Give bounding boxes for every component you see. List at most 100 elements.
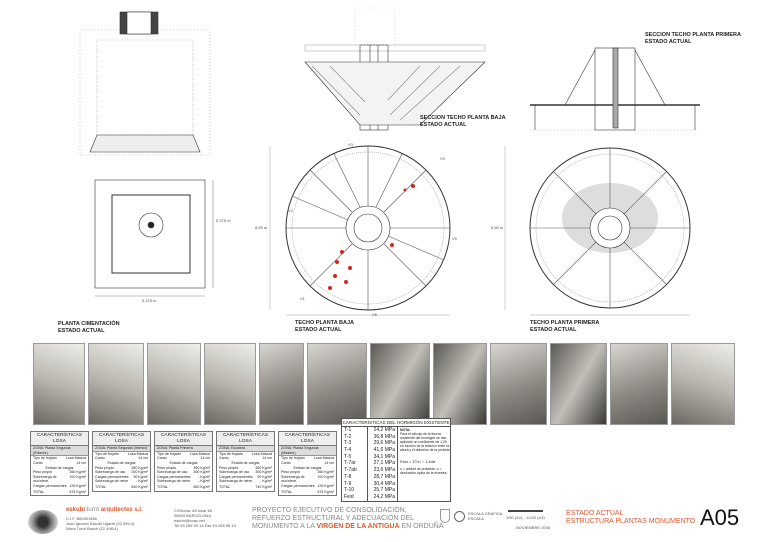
- label-line: ESTADO ACTUAL: [420, 122, 467, 128]
- load-value: 350 Kg/m²: [131, 465, 148, 470]
- photo: [204, 343, 256, 425]
- slab-row-value: 14 cm: [76, 460, 86, 465]
- label-line: PLANTA CIMENTACIÓN: [58, 321, 120, 327]
- slab-row-label: Canto: [281, 460, 291, 465]
- load-label: Sobrecarga de uso/nieve: [33, 474, 57, 484]
- sample-id: T-7ab: [342, 467, 368, 474]
- concrete-table: CARACTERÍSTICAS DEL HORMIGÓN EXISTENTE T…: [341, 418, 451, 502]
- damage-markers: [328, 184, 415, 290]
- scale-label: ESCALA GRÁFICA: [468, 511, 503, 516]
- note-title: NOTA:: [400, 428, 411, 432]
- firm-cif: C.I.F. B62001866: [66, 516, 97, 521]
- section-ground-label: SECCION TECHO PLANTA BAJA ESTADO ACTUAL: [420, 115, 506, 129]
- slab-table: CARACTERÍSTICAS LOSA ZONA: Planta Primer…: [154, 431, 213, 492]
- load-label: Sobrecarga de uso: [157, 470, 188, 475]
- dim-foundation-w: 5,375 m: [142, 298, 157, 303]
- slab-row-value: Losa Maciza: [127, 451, 148, 456]
- load-value: 350 Kg/m²: [317, 470, 334, 475]
- total-label: TOTAL: [157, 484, 169, 489]
- slab-table-zone: ZONA: Planta Segunda (Interior): [93, 446, 150, 452]
- foundation-label: PLANTA CIMENTACIÓN ESTADO ACTUAL: [58, 321, 120, 335]
- load-label: Sobrecarga de nieve: [219, 479, 253, 484]
- project-title: PROYECTO EJECUTIVO DE CONSOLIDACIÓN, REF…: [252, 507, 444, 531]
- load-value: 100 Kg/m²: [69, 474, 86, 479]
- slab-loads-title: Estado de cargas: [231, 460, 260, 465]
- total-value: 650 Kg/m²: [193, 484, 210, 489]
- plan-ground-label: TECHO PLANTA BAJA ESTADO ACTUAL: [295, 320, 354, 334]
- photo: [370, 343, 430, 425]
- firm-logo: [28, 510, 58, 534]
- load-label: Sobrecarga de nieve: [95, 479, 129, 484]
- architect-1: Joan Ignacio Eskubi Ugarte (20.399-4): [66, 521, 135, 526]
- load-value: 300 Kg/m²: [255, 470, 272, 475]
- load-label: Sobrecarga de uso: [219, 470, 250, 475]
- slab-row-value: 14 cm: [262, 456, 272, 461]
- slab-table-title: CARACTERÍSTICAS LOSA: [155, 432, 212, 447]
- total-value: 640 Kg/m²: [131, 484, 148, 489]
- sample-id: T-7ar: [342, 460, 368, 468]
- beam-label: V4: [440, 156, 445, 161]
- dim-foundation-h: 5,375 m: [216, 218, 231, 223]
- slab-load-row: Sobrecarga de uso 300 Kg/m²: [217, 470, 274, 475]
- total-value: 575 Kg/m²: [69, 489, 86, 494]
- slab-row-value: Losa Maciza: [189, 451, 210, 456]
- slab-load-row: Sobrecarga de nieve- Kg/m²: [217, 479, 274, 484]
- note-formula: Fest = ΣT/n − 1,64σ: [400, 459, 436, 464]
- slab-row-label: Tipo de forjado: [219, 451, 243, 456]
- slab-row-value: 14 cm: [200, 456, 210, 461]
- section-first-drawing: [530, 47, 700, 131]
- load-value: 125 Kg/m²: [69, 483, 86, 488]
- slab-row-label: Tipo de forjado: [33, 456, 57, 461]
- firm-name-a: eskubi: [66, 507, 86, 513]
- label-line: SECCION TECHO PLANTA BAJA: [420, 115, 506, 121]
- load-value: 350 Kg/m²: [193, 465, 210, 470]
- slab-row-label: Tipo de forjado: [157, 451, 181, 456]
- sheet-title: ESTADO ACTUAL ESTRUCTURA PLANTAS MONUMEN…: [566, 510, 695, 526]
- load-label: Cargas permanentes: [281, 483, 315, 488]
- sample-strength: 36,8 MPa: [368, 433, 398, 441]
- photo: [33, 343, 85, 425]
- coat-of-arms-icon: [440, 509, 450, 523]
- load-label: Sobrecarga de uso: [95, 470, 126, 475]
- scale-labels: ESCALA GRÁFICA ESCALA: [468, 511, 502, 521]
- project-line-3b: VIRGEN DE LA ANTIGUA: [316, 523, 400, 530]
- slab-total-row: TOTAL 640 Kg/m²: [93, 485, 150, 490]
- sample-id: T-4: [342, 447, 368, 454]
- label-line: ESTADO ACTUAL: [295, 327, 342, 333]
- firm-address: C/Girona, 83 local 1B 08009 BARCELONA es…: [174, 508, 236, 528]
- load-value: 200 Kg/m²: [131, 470, 148, 475]
- photo: [550, 343, 607, 425]
- label-line: ESTADO ACTUAL: [645, 39, 692, 45]
- sample-strength: 41,6 MPa: [368, 447, 398, 454]
- section-ground-drawing: [304, 7, 486, 131]
- sheet-title-1: ESTADO ACTUAL: [566, 510, 624, 517]
- scale-label-2: ESCALA: [468, 516, 484, 521]
- beam-label: V5: [452, 236, 457, 241]
- total-label: TOTAL: [95, 484, 107, 489]
- photo: [433, 343, 487, 425]
- drawings-canvas: [79, 7, 700, 316]
- load-value: - Kg/m²: [198, 474, 210, 479]
- photo: [490, 343, 547, 425]
- date: NOVIEMBRE 2006: [516, 525, 551, 530]
- sample-strength: 25,7 MPa: [368, 487, 398, 494]
- firm-details: C.I.F. B62001866 Joan Ignacio Eskubi Uga…: [66, 516, 134, 531]
- slab-table-zone: ZONA: Escalera: [217, 446, 274, 452]
- label-line: TECHO PLANTA BAJA: [295, 320, 354, 326]
